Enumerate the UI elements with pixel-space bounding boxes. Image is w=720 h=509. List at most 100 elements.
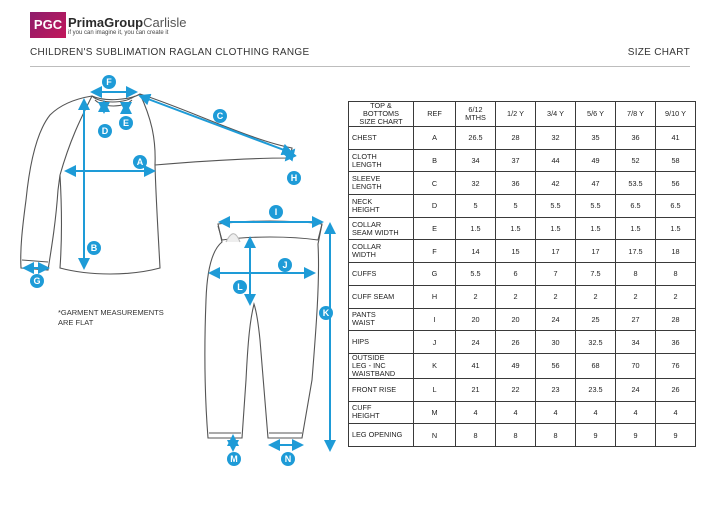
value-cell: 2 xyxy=(455,284,496,309)
marker-J: J xyxy=(278,258,292,272)
measurement-label: FRONT RISE xyxy=(348,377,414,402)
ref-cell: J xyxy=(413,330,456,354)
value-cell: 36 xyxy=(655,330,696,354)
ref-cell: I xyxy=(413,307,456,332)
measurement-label: CUFFS xyxy=(348,262,414,286)
value-cell: 4 xyxy=(615,400,656,425)
value-cell: 6 xyxy=(495,262,536,286)
value-cell: 4 xyxy=(655,400,696,425)
value-cell: 1.5 xyxy=(535,216,576,241)
svg-text:B: B xyxy=(91,243,98,253)
value-cell: 1.5 xyxy=(615,216,656,241)
value-cell: 8 xyxy=(535,423,576,447)
value-cell: 17 xyxy=(535,239,576,264)
value-cell: 9 xyxy=(655,423,696,447)
svg-text:L: L xyxy=(237,282,243,292)
value-cell: 1.5 xyxy=(495,216,536,241)
value-cell: 2 xyxy=(495,284,536,309)
value-cell: 8 xyxy=(455,423,496,447)
value-cell: 47 xyxy=(575,171,616,196)
value-cell: 26.5 xyxy=(455,126,496,150)
value-cell: 58 xyxy=(655,148,696,173)
ref-cell: M xyxy=(413,400,456,425)
value-cell: 17 xyxy=(575,239,616,264)
pants-drawing xyxy=(204,220,323,439)
value-cell: 28 xyxy=(495,126,536,150)
value-cell: 8 xyxy=(655,262,696,286)
svg-text:F: F xyxy=(106,77,112,87)
svg-text:I: I xyxy=(275,207,278,217)
logo-badge: PGC xyxy=(30,12,66,38)
garment-diagram: A B C D E F G H I J K L M N xyxy=(20,75,336,466)
measurement-lines xyxy=(22,86,336,452)
value-cell: 26 xyxy=(655,377,696,402)
value-cell: 1.5 xyxy=(655,216,696,241)
ref-cell: G xyxy=(413,262,456,286)
value-cell: 2 xyxy=(615,284,656,309)
header-size: 3/4 Y xyxy=(535,101,576,127)
value-cell: 8 xyxy=(495,423,536,447)
value-cell: 68 xyxy=(575,352,616,379)
svg-text:C: C xyxy=(217,111,224,121)
value-cell: 2 xyxy=(575,284,616,309)
value-cell: 2 xyxy=(655,284,696,309)
value-cell: 15 xyxy=(495,239,536,264)
marker-K: K xyxy=(319,306,333,320)
value-cell: 35 xyxy=(575,126,616,150)
value-cell: 4 xyxy=(575,400,616,425)
value-cell: 21 xyxy=(455,377,496,402)
value-cell: 49 xyxy=(575,148,616,173)
marker-I: I xyxy=(269,205,283,219)
value-cell: 5 xyxy=(455,194,496,218)
value-cell: 30 xyxy=(535,330,576,354)
value-cell: 4 xyxy=(535,400,576,425)
value-cell: 52 xyxy=(615,148,656,173)
svg-text:A: A xyxy=(137,157,144,167)
value-cell: 8 xyxy=(615,262,656,286)
value-cell: 49 xyxy=(495,352,536,379)
value-cell: 41 xyxy=(655,126,696,150)
value-cell: 6.5 xyxy=(615,194,656,218)
ref-cell: B xyxy=(413,148,456,173)
ref-cell: L xyxy=(413,377,456,402)
measurement-label: CHEST xyxy=(348,126,414,150)
logo-tagline: if you can imagine it, you can create it xyxy=(68,30,169,36)
value-cell: 34 xyxy=(615,330,656,354)
measurement-label: LEG OPENING xyxy=(348,423,414,447)
value-cell: 28 xyxy=(655,307,696,332)
ref-cell: C xyxy=(413,171,456,196)
value-cell: 4 xyxy=(495,400,536,425)
measurement-label: HIPS xyxy=(348,330,414,354)
marker-N: N xyxy=(281,452,295,466)
ref-cell: E xyxy=(413,216,456,241)
svg-text:N: N xyxy=(285,454,292,464)
value-cell: 32 xyxy=(455,171,496,196)
value-cell: 9 xyxy=(575,423,616,447)
value-cell: 24 xyxy=(455,330,496,354)
value-cell: 4 xyxy=(455,400,496,425)
ref-cell: N xyxy=(413,423,456,447)
value-cell: 24 xyxy=(615,377,656,402)
svg-text:D: D xyxy=(102,126,109,136)
value-cell: 2 xyxy=(535,284,576,309)
ref-cell: A xyxy=(413,126,456,150)
svg-text:H: H xyxy=(291,173,298,183)
marker-M: M xyxy=(227,452,241,466)
svg-text:M: M xyxy=(230,454,238,464)
header-size: 5/6 Y xyxy=(575,101,616,127)
marker-F: F xyxy=(102,75,116,89)
ref-cell: F xyxy=(413,239,456,264)
value-cell: 56 xyxy=(655,171,696,196)
